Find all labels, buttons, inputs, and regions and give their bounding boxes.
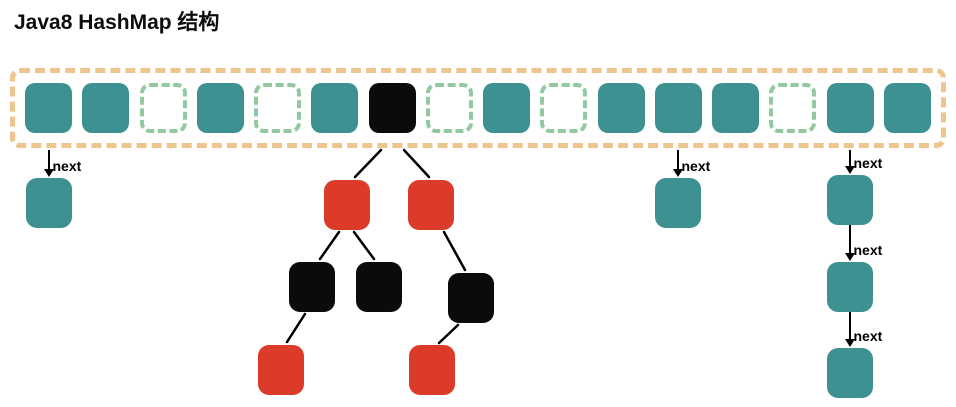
next-arrow: next [844, 150, 882, 174]
bucket-array [10, 68, 946, 148]
arrow-shaft [676, 150, 679, 172]
next-arrow: next [844, 225, 882, 261]
arrow-head-icon [844, 166, 855, 174]
diagram-title: Java8 HashMap 结构 [14, 11, 220, 34]
arrow-shaft [848, 312, 851, 342]
list-node [655, 178, 701, 228]
arrow-shaft [848, 150, 851, 169]
next-arrow: next [672, 150, 710, 177]
tree-node-red [324, 180, 370, 230]
tree-edge [352, 230, 376, 261]
next-label: next [853, 328, 883, 344]
tree-node-red [258, 345, 304, 395]
next-label: next [52, 158, 82, 174]
next-arrow: next [43, 150, 81, 177]
next-label: next [853, 242, 883, 258]
next-label: next [853, 155, 883, 171]
tree-node-black [448, 273, 494, 323]
tree-edge [442, 230, 467, 272]
tree-edge [285, 312, 307, 344]
bucket-15-filled [883, 83, 931, 133]
bucket-6-treeified [368, 83, 416, 133]
bucket-0-filled [25, 83, 73, 133]
tree-node-black [289, 262, 335, 312]
tree-node-black [356, 262, 402, 312]
bucket-2-empty [139, 83, 187, 133]
arrow-head-icon [844, 339, 855, 347]
list-node [827, 175, 873, 225]
list-node [827, 348, 873, 398]
tree-edge [437, 323, 460, 345]
bucket-10-filled [597, 83, 645, 133]
tree-edge [318, 230, 341, 261]
next-arrow: next [844, 312, 882, 347]
next-label: next [681, 158, 711, 174]
tree-edge [402, 148, 431, 179]
bucket-14-filled [826, 83, 874, 133]
tree-node-red [408, 180, 454, 230]
bucket-5-filled [311, 83, 359, 133]
bucket-3-filled [196, 83, 244, 133]
bucket-9-empty [540, 83, 588, 133]
bucket-1-filled [82, 83, 130, 133]
bucket-8-filled [483, 83, 531, 133]
bucket-12-filled [712, 83, 760, 133]
bucket-13-empty [769, 83, 817, 133]
arrow-head-icon [672, 169, 683, 177]
tree-edge [353, 148, 383, 179]
arrow-head-icon [844, 253, 855, 261]
list-node [26, 178, 72, 228]
arrow-shaft [848, 225, 851, 256]
bucket-4-empty [254, 83, 302, 133]
bucket-7-empty [425, 83, 473, 133]
bucket-11-filled [654, 83, 702, 133]
arrow-shaft [47, 150, 50, 172]
list-node [827, 262, 873, 312]
arrow-head-icon [43, 169, 54, 177]
tree-node-red [409, 345, 455, 395]
